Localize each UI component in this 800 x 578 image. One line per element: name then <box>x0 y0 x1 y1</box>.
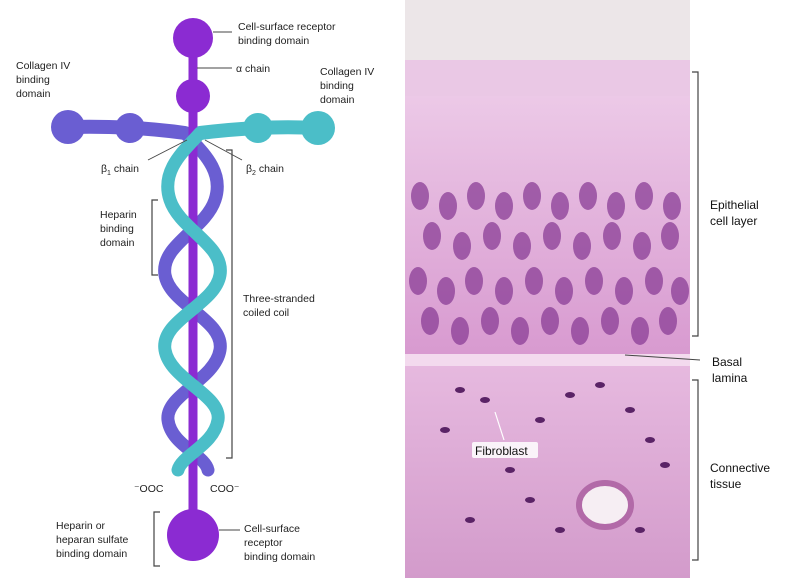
fibroblast-leader <box>494 411 505 441</box>
nucleus <box>555 277 573 305</box>
bottom-left-bracket <box>153 511 160 567</box>
nucleus <box>439 192 457 220</box>
nucleus <box>495 277 513 305</box>
fibroblast-label-bg <box>472 442 538 458</box>
nucleus <box>603 222 621 250</box>
nucleus <box>437 277 455 305</box>
cell-nucleus <box>595 382 605 388</box>
alpha-globule-middle <box>176 79 210 113</box>
beta2-globule-1 <box>243 113 273 143</box>
label-terminus-left: ⁻OOC <box>134 483 164 495</box>
nucleus <box>453 232 471 260</box>
nucleus <box>633 232 651 260</box>
cell-nucleus <box>635 527 645 533</box>
cell-nucleus <box>535 417 545 423</box>
cell-nucleus <box>645 437 655 443</box>
cell-nucleus <box>455 387 465 393</box>
nucleus <box>409 267 427 295</box>
nucleus <box>671 277 689 305</box>
nucleus <box>525 267 543 295</box>
label-collagen-right: Collagen IV binding domain <box>320 66 377 106</box>
nucleus <box>645 267 663 295</box>
cilia-border <box>405 60 690 96</box>
nucleus <box>421 307 439 335</box>
cell-nucleus <box>565 392 575 398</box>
cell-nucleus <box>505 467 515 473</box>
beta2-strand <box>158 126 227 477</box>
label-top-receptor: Cell-surface receptor binding domain <box>238 21 338 47</box>
label-connective: Connective tissue <box>710 461 773 491</box>
cell-nucleus <box>525 497 535 503</box>
beta2-globule-2 <box>301 111 335 145</box>
beta1-globule-1 <box>51 110 85 144</box>
alpha-globule-top <box>173 18 213 58</box>
nucleus <box>631 317 649 345</box>
nucleus <box>573 232 591 260</box>
label-bottom-left: Heparin or heparan sulfate binding domai… <box>56 520 131 560</box>
label-fibroblast: Fibroblast <box>475 444 528 458</box>
nucleus <box>483 222 501 250</box>
nucleus <box>451 317 469 345</box>
nuclei-group <box>409 182 689 533</box>
basal-leader <box>624 354 701 361</box>
nucleus <box>467 182 485 210</box>
nucleus <box>481 307 499 335</box>
nucleus <box>661 222 679 250</box>
lumen <box>405 0 690 60</box>
nucleus <box>423 222 441 250</box>
micrograph-panel: Epithelial cell layer Basal lamina Conne… <box>405 0 773 578</box>
nucleus <box>541 307 559 335</box>
beta1-globule-2 <box>115 113 145 143</box>
alpha-globule-bottom <box>167 509 219 561</box>
label-coil: Three-stranded coiled coil <box>243 293 318 319</box>
connective-layer <box>405 366 690 578</box>
laminin-diagram: Cell-surface receptor binding domain α c… <box>16 18 377 567</box>
beta2-leader <box>204 139 243 161</box>
beta1-leader <box>147 139 188 161</box>
label-basal: Basal lamina <box>712 355 748 385</box>
cell-nucleus <box>465 517 475 523</box>
vessel <box>576 480 634 530</box>
nucleus <box>615 277 633 305</box>
nucleus <box>635 182 653 210</box>
cell-nucleus <box>555 527 565 533</box>
cell-nucleus <box>440 427 450 433</box>
nucleus <box>663 192 681 220</box>
label-bottom-right: Cell-surface receptor binding domain <box>244 523 315 563</box>
epithelial-bracket <box>692 71 699 337</box>
nucleus <box>411 182 429 210</box>
nucleus <box>607 192 625 220</box>
cell-nucleus <box>660 462 670 468</box>
cell-nucleus <box>625 407 635 413</box>
nucleus <box>585 267 603 295</box>
label-epithelial: Epithelial cell layer <box>710 198 762 228</box>
nucleus <box>465 267 483 295</box>
cell-nucleus <box>480 397 490 403</box>
basal-lamina-band <box>405 354 690 366</box>
nucleus <box>513 232 531 260</box>
nucleus <box>571 317 589 345</box>
nucleus <box>579 182 597 210</box>
label-beta2-chain: β2 chain <box>246 163 284 177</box>
nucleus <box>551 192 569 220</box>
nucleus <box>511 317 529 345</box>
label-terminus-right: COO⁻ <box>210 483 240 495</box>
label-heparin: Heparin binding domain <box>100 209 140 249</box>
label-beta1-chain: β1 chain <box>101 163 139 177</box>
nucleus <box>495 192 513 220</box>
label-collagen-left: Collagen IV binding domain <box>16 60 73 100</box>
coil-bracket <box>226 149 233 459</box>
heparin-bracket <box>151 199 158 276</box>
connective-bracket <box>692 379 699 561</box>
nucleus <box>523 182 541 210</box>
nucleus <box>543 222 561 250</box>
nucleus <box>601 307 619 335</box>
label-alpha-chain: α chain <box>236 63 270 75</box>
nucleus <box>659 307 677 335</box>
